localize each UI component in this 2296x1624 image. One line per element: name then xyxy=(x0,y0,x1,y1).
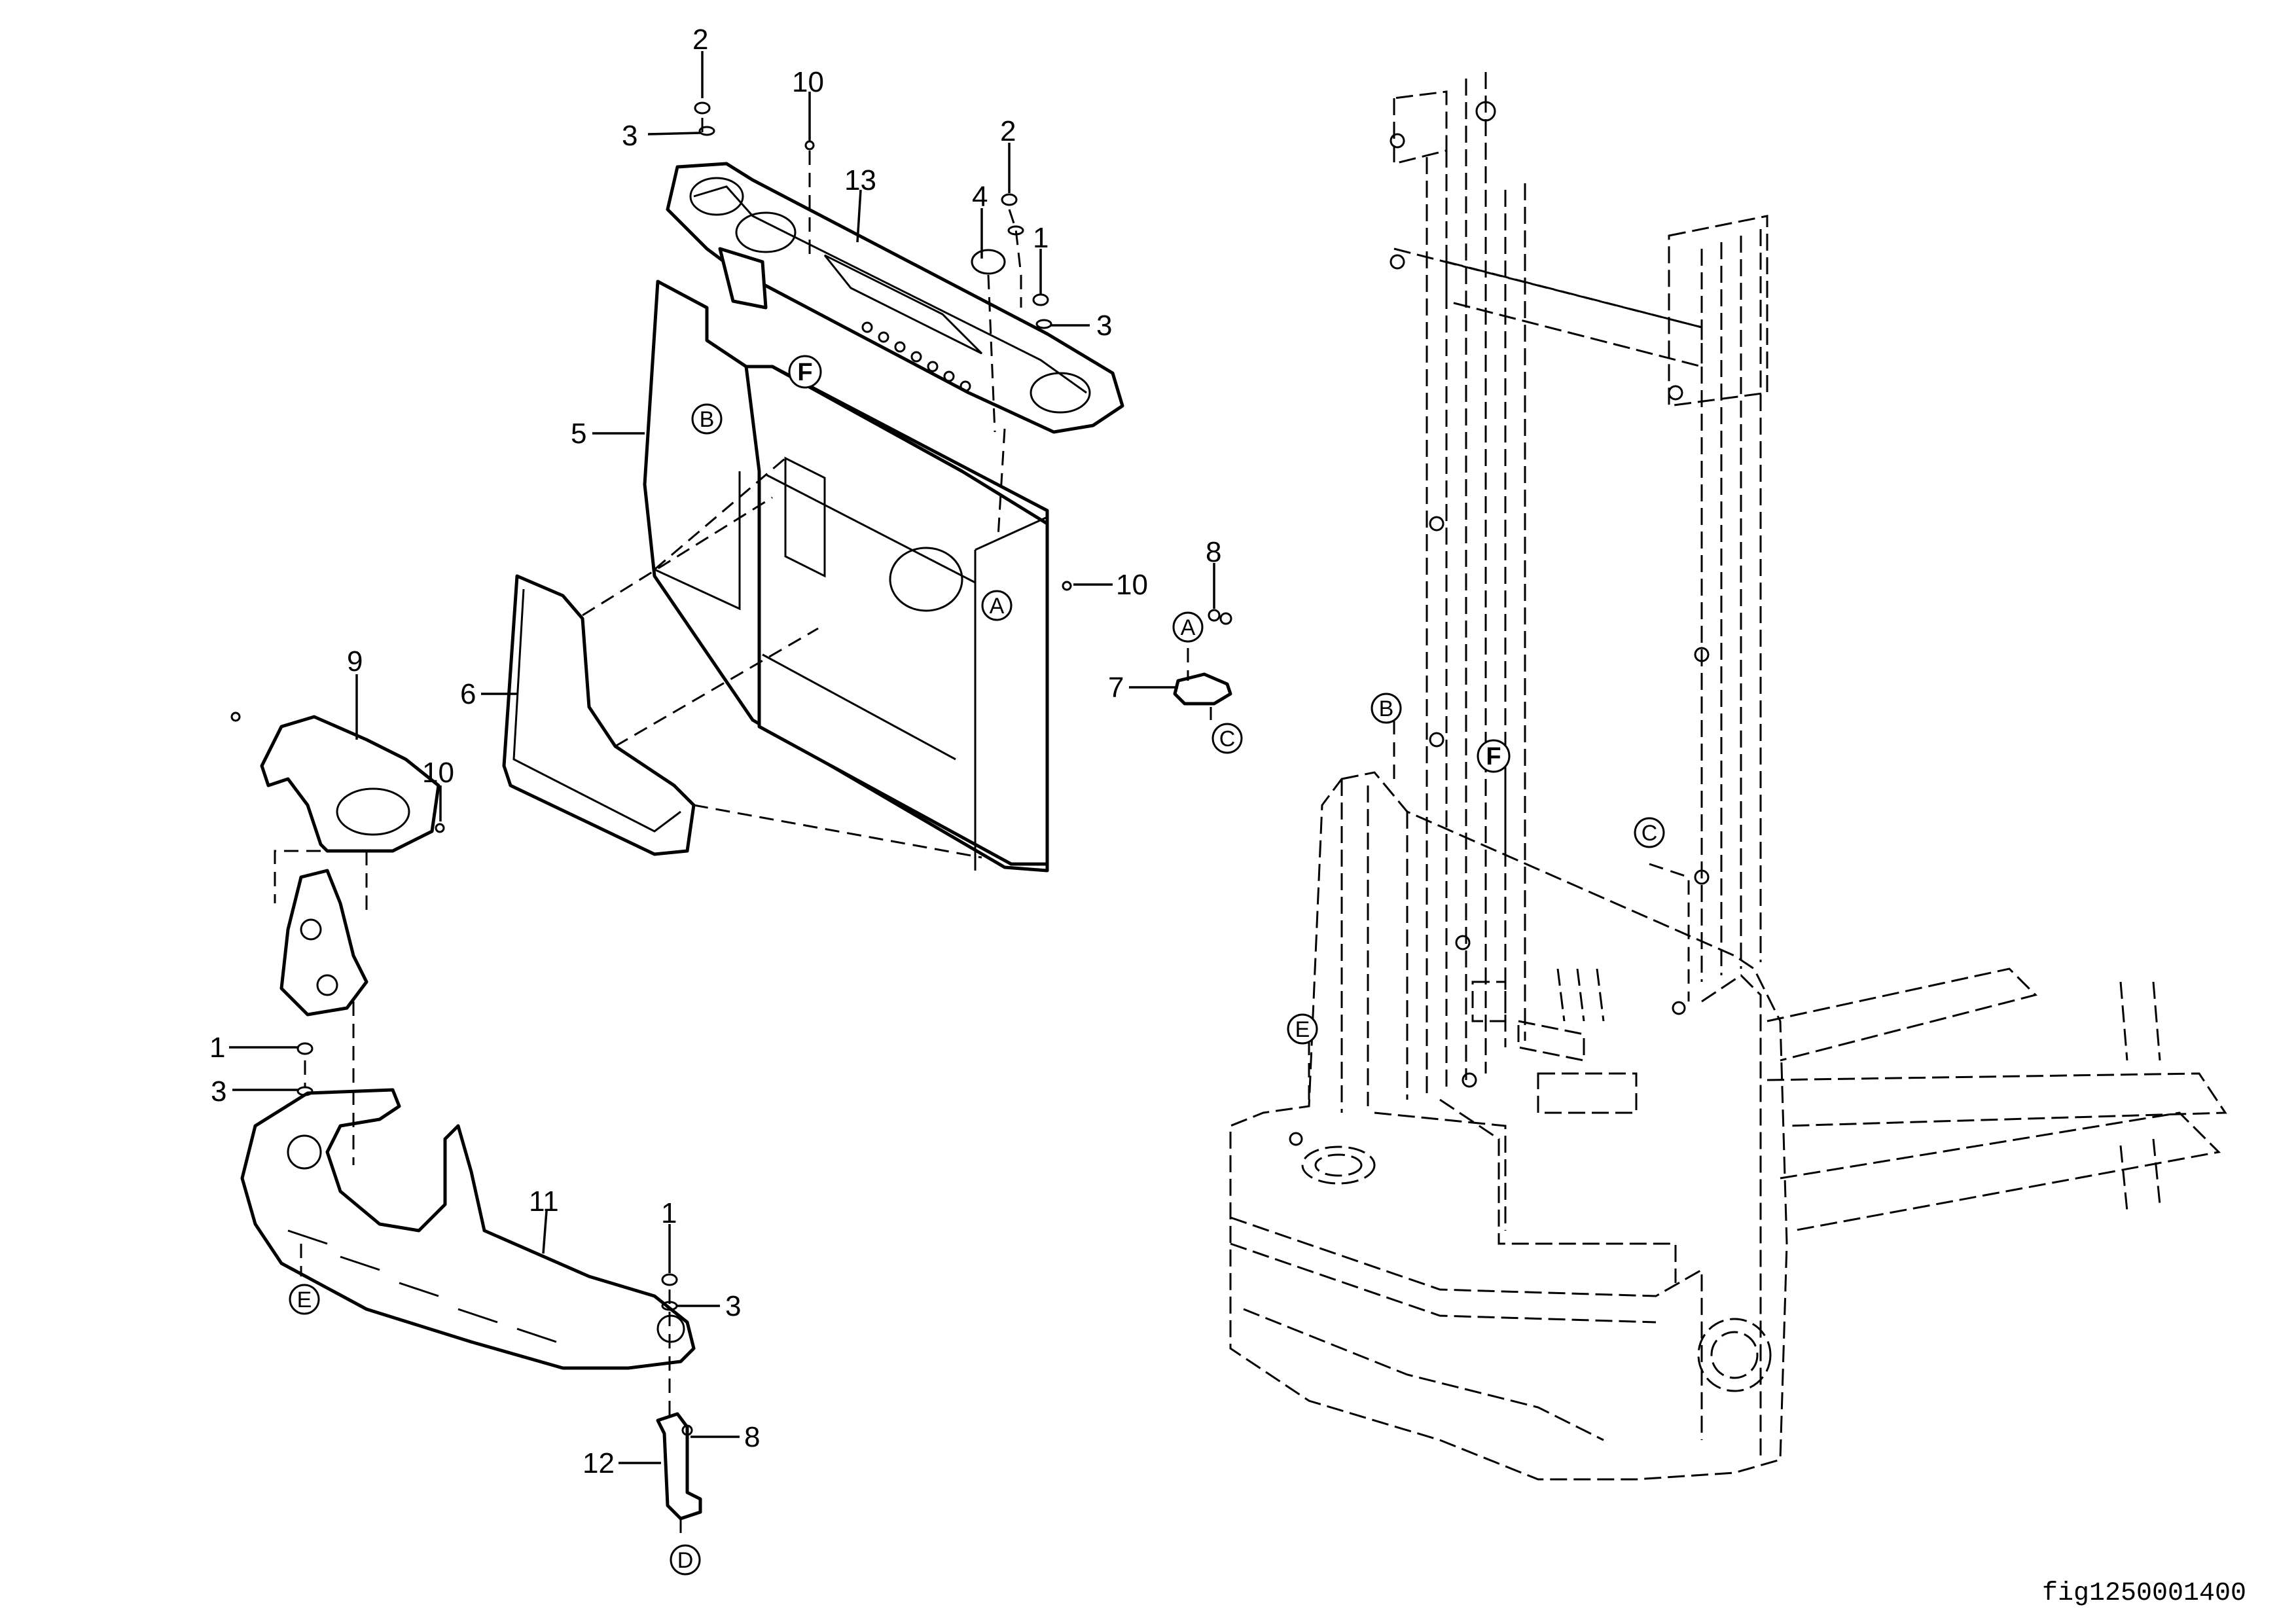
ref-f-truck: F xyxy=(1477,739,1511,773)
part-11-lower-cover xyxy=(240,1088,696,1370)
callout-1-bottom: 1 xyxy=(661,1197,677,1229)
svg-text:F: F xyxy=(797,359,812,386)
callout-10-top: 10 xyxy=(792,66,824,98)
ref-a-bracket: A xyxy=(1172,611,1204,643)
chassis xyxy=(1229,771,1788,1481)
assembly-lines xyxy=(274,118,1690,1538)
reference-markers: B F A A C E D B xyxy=(289,355,1665,1576)
svg-text:F: F xyxy=(1486,743,1501,770)
callout-3-top: 3 xyxy=(622,120,637,152)
svg-text:A: A xyxy=(990,594,1005,619)
svg-text:B: B xyxy=(700,407,715,432)
callout-3-left: 3 xyxy=(211,1075,226,1108)
ref-e-cover: E xyxy=(289,1284,320,1315)
callout-11: 11 xyxy=(529,1185,559,1218)
ref-c-bracket: C xyxy=(1211,723,1243,754)
svg-text:E: E xyxy=(297,1288,312,1312)
callout-4: 4 xyxy=(972,181,988,213)
callout-3-right: 3 xyxy=(1096,310,1112,342)
part-13-top-console xyxy=(666,162,1124,434)
callout-2-top: 2 xyxy=(692,24,708,56)
callout-1-top: 1 xyxy=(1033,222,1049,254)
callout-3-bottom: 3 xyxy=(725,1290,741,1322)
ref-b-panel: B xyxy=(691,403,723,435)
callout-10-left: 10 xyxy=(422,757,454,789)
callout-8-top: 8 xyxy=(1206,536,1221,568)
ref-e-truck: E xyxy=(1287,1013,1318,1045)
figure-id: fig1250001400 xyxy=(2042,1579,2246,1608)
part-7-bracket xyxy=(1173,672,1232,706)
ref-a-panel: A xyxy=(981,590,1013,621)
ref-d-bracket: D xyxy=(670,1544,701,1576)
svg-text:C: C xyxy=(1641,821,1658,846)
svg-text:D: D xyxy=(677,1548,694,1573)
callout-10-mid: 10 xyxy=(1116,569,1148,601)
part-5-rear-panel xyxy=(643,280,1049,873)
svg-text:A: A xyxy=(1181,615,1196,640)
fasteners xyxy=(230,101,1232,1436)
tiller-mount xyxy=(279,869,368,1017)
callout-6: 6 xyxy=(460,678,476,710)
callout-12: 12 xyxy=(583,1447,615,1479)
callout-numbers: 2 3 10 13 2 4 1 3 5 6 10 7 8 9 10 1 3 11… xyxy=(209,24,1221,1479)
svg-text:C: C xyxy=(1219,727,1236,751)
svg-text:E: E xyxy=(1295,1017,1310,1042)
truck-assembly xyxy=(1229,72,2227,1481)
svg-text:B: B xyxy=(1379,696,1394,721)
callout-1-left: 1 xyxy=(209,1032,225,1064)
forks xyxy=(1767,967,2227,1232)
leader-lines xyxy=(229,51,1215,1464)
part-6-mat xyxy=(502,574,696,856)
callout-13: 13 xyxy=(844,164,876,196)
ref-c-truck: C xyxy=(1634,817,1665,848)
callout-8-bottom: 8 xyxy=(744,1421,760,1453)
callout-9: 9 xyxy=(347,645,363,677)
part-12-bracket xyxy=(656,1412,702,1521)
callout-2-right: 2 xyxy=(1000,115,1016,147)
callout-7: 7 xyxy=(1108,672,1124,704)
ref-b-truck: B xyxy=(1371,693,1402,724)
part-9-handle-cover xyxy=(260,715,440,853)
ref-f-console: F xyxy=(788,355,822,389)
mast xyxy=(1390,72,1768,1093)
callout-5: 5 xyxy=(571,418,586,450)
